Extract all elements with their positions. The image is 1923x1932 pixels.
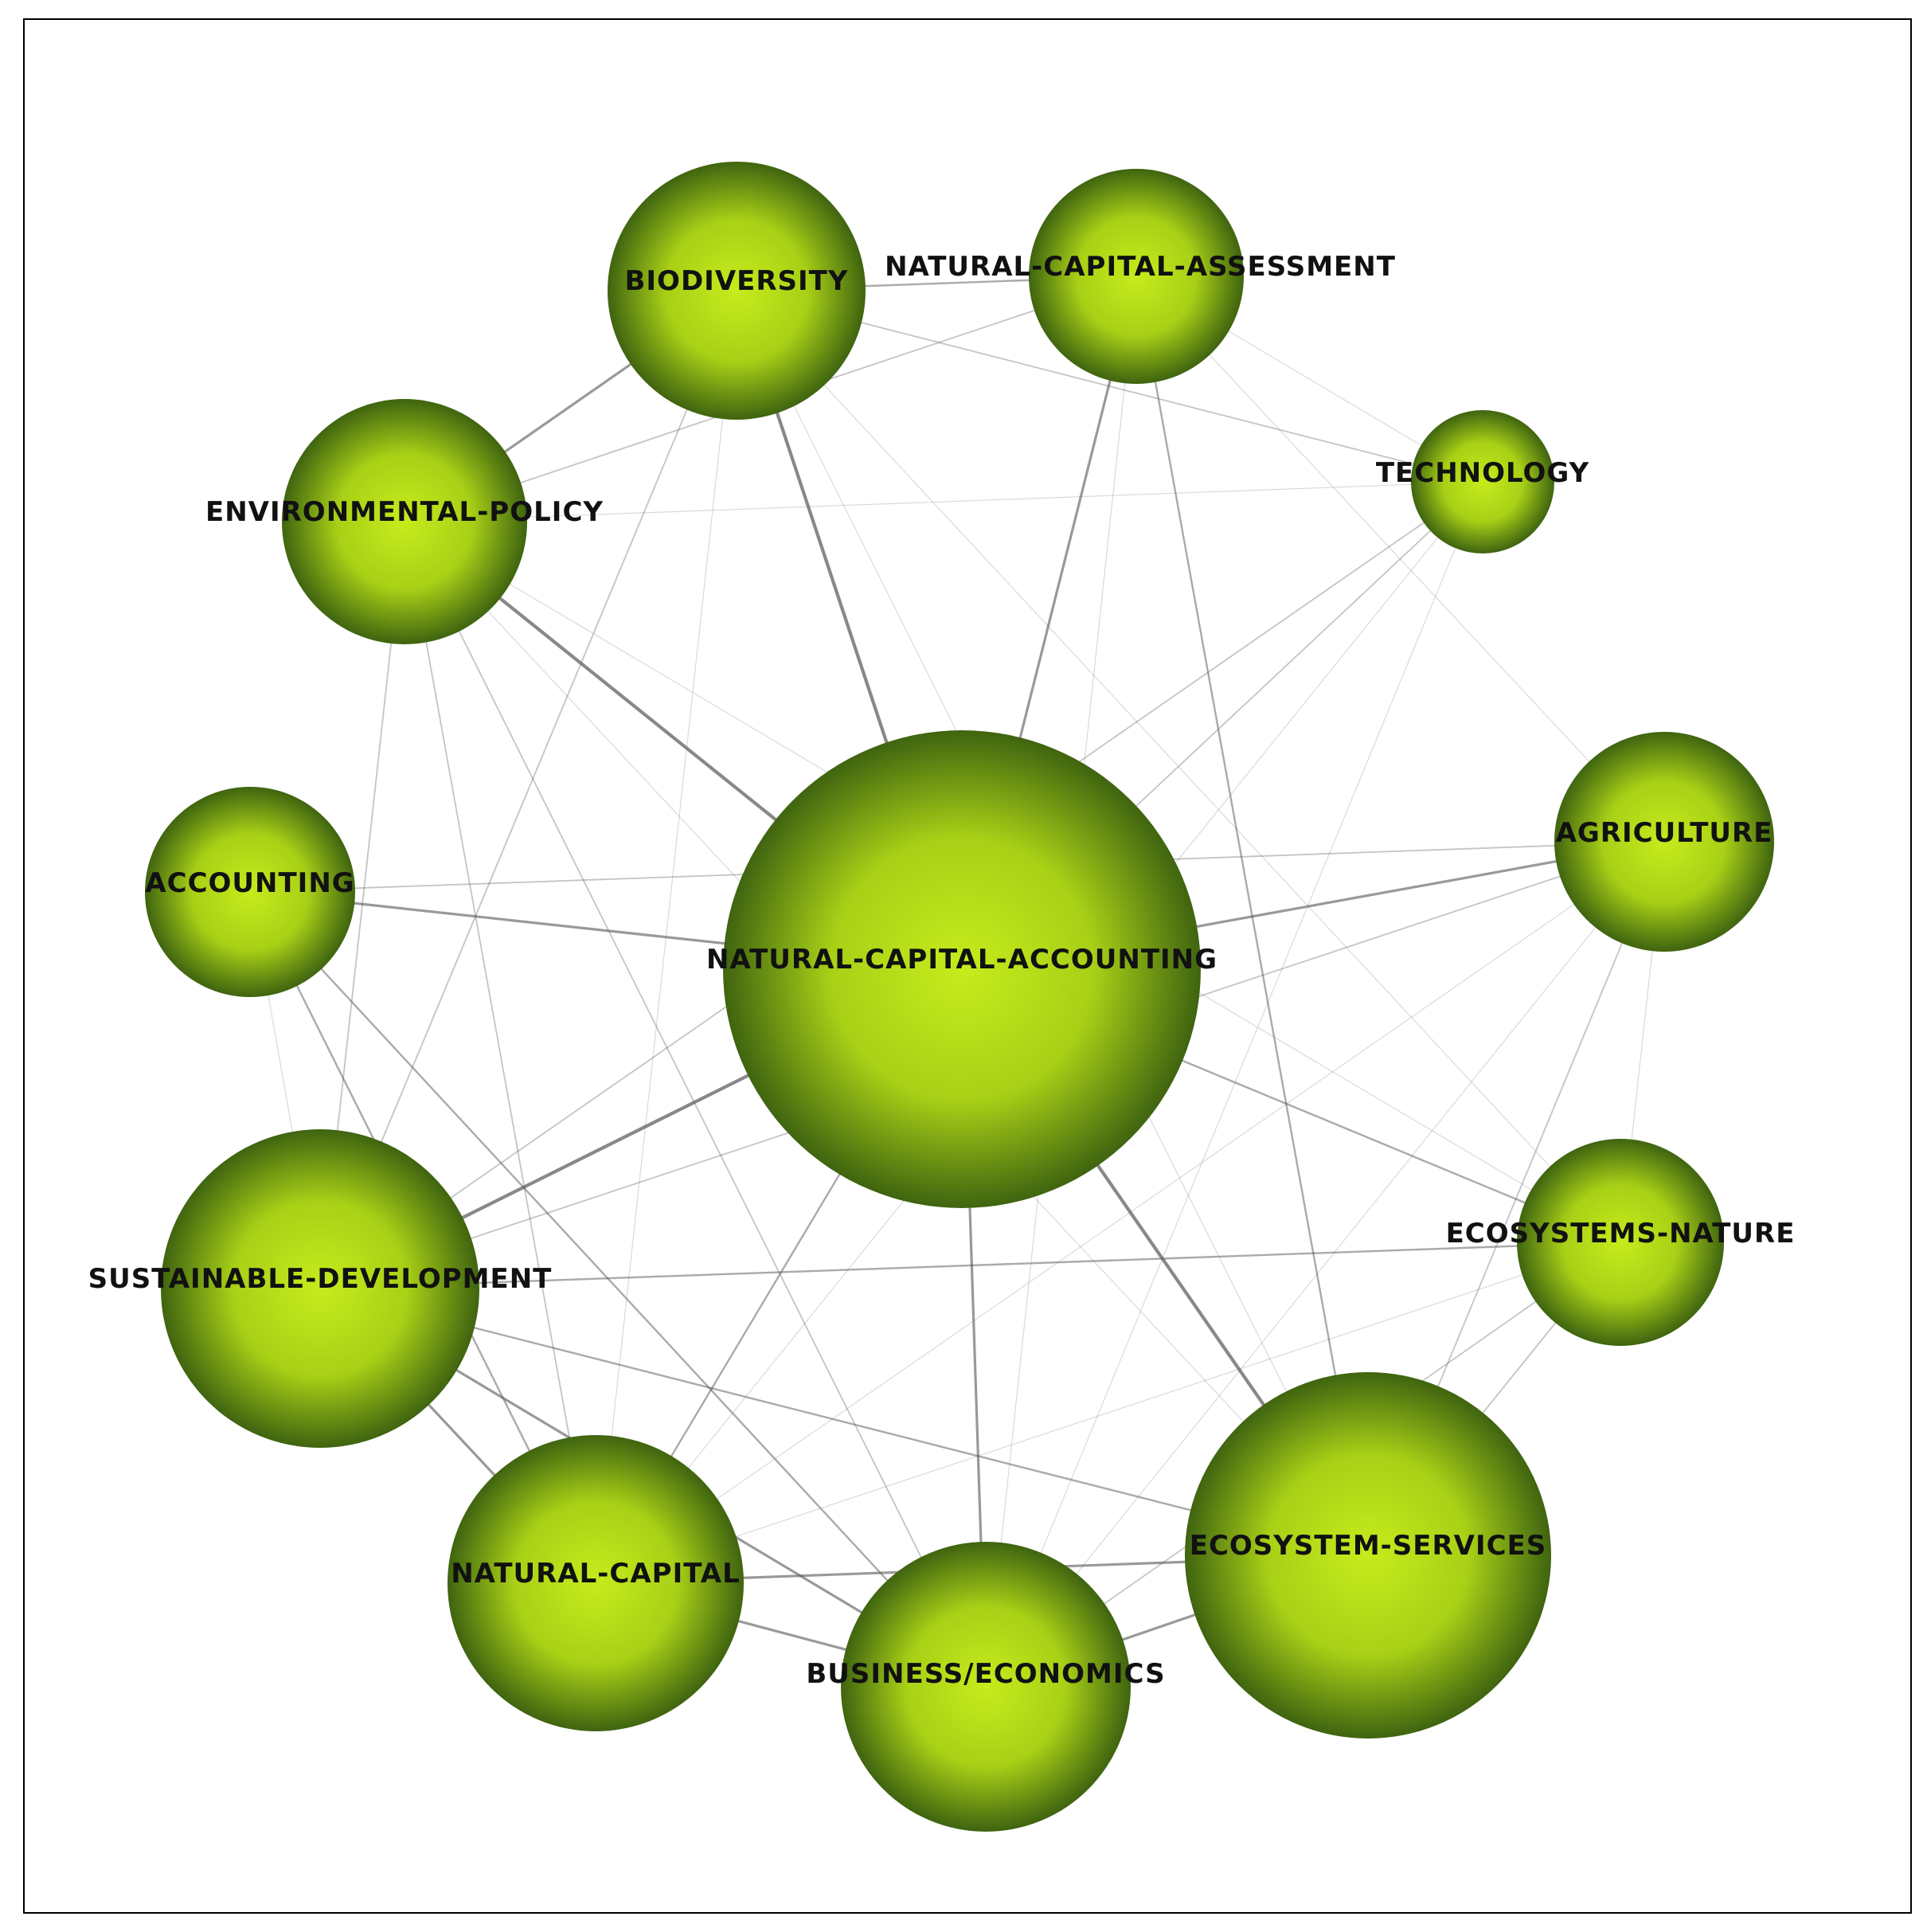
node-label-bio: BIODIVERSITY: [624, 265, 848, 297]
node-label-acc: ACCOUNTING: [145, 867, 354, 899]
edge-envp-tech: [404, 481, 1483, 522]
node-nass[interactable]: [1029, 169, 1244, 384]
node-label-nass: NATURAL-CAPITAL-ASSESSMENT: [885, 251, 1396, 283]
node-label-agr: AGRICULTURE: [1556, 817, 1773, 849]
edge-nass-agr: [1135, 276, 1665, 843]
node-envp[interactable]: [282, 399, 527, 644]
node-bio[interactable]: [608, 162, 866, 420]
node-label-tech: TECHNOLOGY: [1376, 457, 1589, 489]
node-sd[interactable]: [161, 1129, 479, 1448]
edge-econ-nc: [595, 1242, 1621, 1584]
node-label-envp: ENVIRONMENTAL-POLICY: [205, 496, 604, 528]
edge-econ-bio: [736, 290, 1621, 1243]
node-econ[interactable]: [1517, 1139, 1724, 1346]
edge-bio-sd: [319, 290, 737, 1289]
node-nc[interactable]: [448, 1435, 744, 1731]
node-acc[interactable]: [145, 787, 355, 997]
edge-acc-bus: [249, 891, 987, 1688]
edge-envp-bus: [404, 521, 987, 1688]
node-label-es: ECOSYSTEM-SERVICES: [1190, 1530, 1547, 1562]
node-layer: [145, 162, 1774, 1832]
edge-econ-sd: [319, 1241, 1621, 1290]
label-layer: NATURAL-CAPITAL-ACCOUNTING BIODIVERSITY NA…: [88, 251, 1796, 1690]
node-es[interactable]: [1185, 1372, 1551, 1738]
edge-tech-bus: [985, 481, 1483, 1688]
node-label-nc: NATURAL-CAPITAL: [451, 1558, 741, 1590]
edge-agr-bus: [985, 841, 1665, 1688]
node-label-econ: ECOSYSTEMS-NATURE: [1446, 1218, 1796, 1250]
node-agr[interactable]: [1554, 732, 1774, 952]
edge-envp-nc: [404, 521, 596, 1584]
node-tech[interactable]: [1411, 410, 1554, 553]
node-label-sd: SUSTAINABLE-DEVELOPMENT: [88, 1263, 553, 1295]
node-bus[interactable]: [841, 1542, 1131, 1832]
node-label-bus: BUSINESS/ECONOMICS: [806, 1658, 1165, 1690]
node-nca[interactable]: [723, 730, 1201, 1208]
node-label-nca: NATURAL-CAPITAL-ACCOUNTING: [706, 944, 1218, 976]
